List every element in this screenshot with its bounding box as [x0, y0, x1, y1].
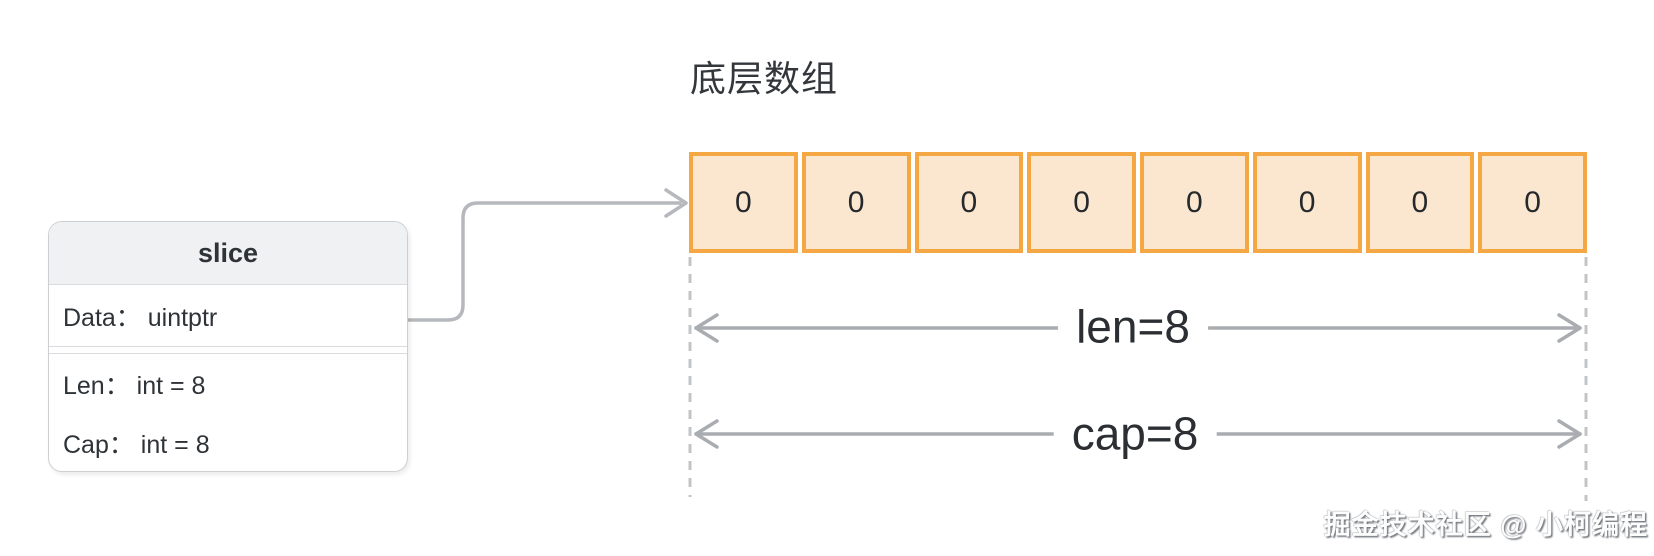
slice-field-data: Data： uintptr	[49, 285, 407, 347]
cap-label: cap=8	[1053, 409, 1217, 460]
array-cell: 0	[801, 152, 911, 253]
array-cell: 0	[1252, 152, 1362, 253]
array-cell: 0	[1365, 152, 1475, 253]
array-cell: 0	[1027, 152, 1136, 253]
arrow-left-icon	[694, 419, 719, 449]
arrow-right-icon	[1557, 313, 1582, 343]
data-pointer-arrow	[230, 188, 688, 322]
watermark-text: 掘金技术社区 @ 小柯编程	[1323, 510, 1648, 540]
arrow-right-icon	[1557, 419, 1582, 449]
slice-field-cap: Cap： int = 8	[63, 430, 210, 459]
len-label: len=8	[1058, 302, 1208, 353]
arrow-left-icon	[694, 313, 719, 343]
underlying-array-title: 底层数组	[690, 58, 839, 99]
array-cell: 0	[1140, 152, 1249, 253]
slice-struct-box: slice Data： uintptr Len： int = 8 Cap： in…	[48, 221, 408, 472]
slice-field-len: Len： int = 8	[63, 371, 206, 400]
section-divider	[49, 347, 407, 354]
array-cell: 0	[689, 152, 798, 253]
arrow-right-icon	[664, 188, 688, 218]
slice-struct-title: slice	[49, 222, 407, 285]
array-cell: 0	[914, 152, 1024, 253]
array-cell: 0	[1478, 152, 1587, 253]
underlying-array: 0 0 0 0 0 0 0 0	[689, 152, 1587, 253]
